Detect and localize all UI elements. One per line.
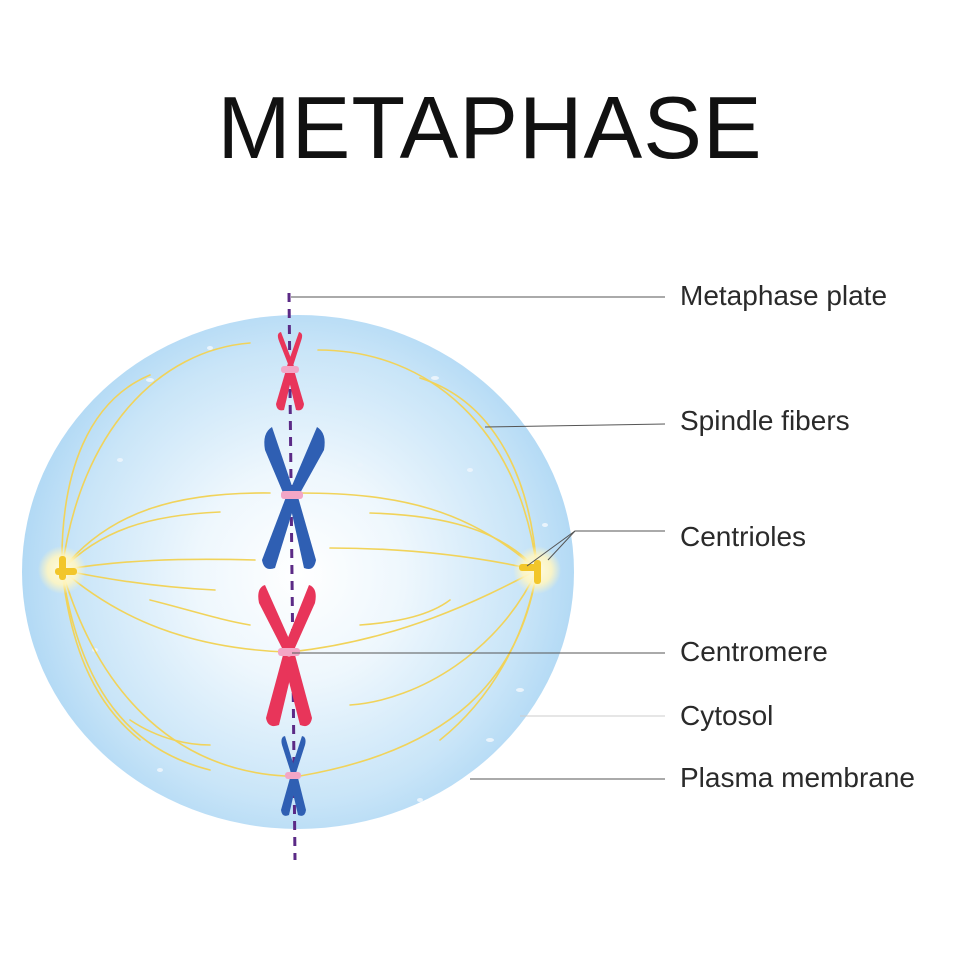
label-cytosol: Cytosol — [680, 700, 774, 731]
label-plasma-membrane: Plasma membrane — [680, 762, 915, 793]
chromosome-red-small — [276, 332, 304, 411]
centromere — [281, 491, 303, 499]
cytosol-speckles — [92, 346, 548, 802]
chromosome-blue-large — [262, 427, 325, 569]
cell-membrane — [22, 315, 574, 829]
chromosome-blue-small — [281, 736, 306, 816]
label-centromere: Centromere — [680, 636, 828, 667]
label-centrioles: Centrioles — [680, 521, 807, 552]
centriole-right — [513, 546, 561, 594]
leader-spindle-fibers — [484, 423, 666, 428]
label-spindle-fibers: Spindle fibers — [680, 405, 850, 436]
leader-lines — [291, 296, 666, 780]
centromere — [278, 648, 300, 656]
diagram-title: METAPHASE — [217, 78, 763, 177]
centromere — [281, 366, 299, 373]
leader-centrioles-2 — [547, 530, 576, 561]
chromosome-red-large — [258, 585, 316, 727]
centromere — [285, 772, 301, 779]
centriole-left — [38, 546, 86, 594]
label-metaphase-plate: Metaphase plate — [680, 280, 888, 311]
